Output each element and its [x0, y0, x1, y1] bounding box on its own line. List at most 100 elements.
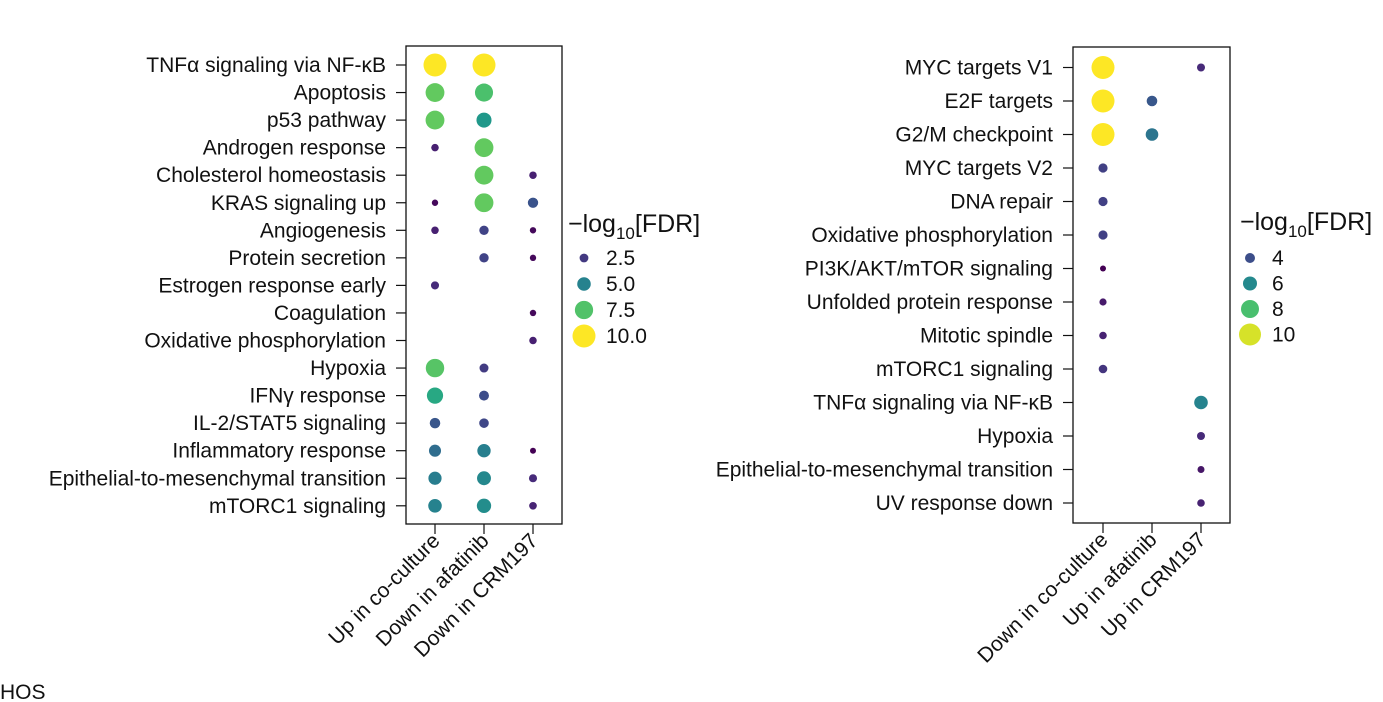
- plot-frame: [1072, 46, 1231, 524]
- legend-title-suffix: [FDR]: [1307, 208, 1372, 236]
- data-point: [529, 171, 537, 179]
- data-point: [430, 281, 440, 290]
- data-point: [1091, 89, 1115, 113]
- legend-marker: [572, 324, 596, 348]
- y-tick-label: Inflammatory response: [172, 440, 386, 463]
- data-point: [1145, 128, 1159, 141]
- data-point: [529, 309, 537, 317]
- data-point: [1099, 298, 1107, 306]
- data-point: [529, 254, 537, 262]
- data-point: [431, 199, 439, 206]
- y-tick-label: TNFα signaling via NF-κB: [813, 392, 1053, 415]
- data-point: [529, 501, 537, 510]
- legend-marker: [579, 253, 589, 263]
- data-point: [1098, 230, 1108, 240]
- data-point: [472, 53, 496, 77]
- y-tick-label: DNA repair: [950, 191, 1053, 214]
- y-tick-label: MYC targets V2: [905, 157, 1053, 180]
- y-tick-label: MYC targets V1: [905, 57, 1053, 80]
- legend-label: 5.0: [606, 273, 635, 296]
- data-point: [527, 197, 539, 208]
- legend-title-prefix: −log: [568, 210, 616, 238]
- data-point: [428, 471, 442, 485]
- y-tick-label: Androgen response: [203, 137, 386, 160]
- data-point: [476, 498, 492, 513]
- y-tick-label: p53 pathway: [267, 109, 387, 132]
- y-tick-label: Epithelial-to-mesenchymal transition: [716, 459, 1053, 482]
- data-point: [1197, 432, 1205, 440]
- data-point: [479, 253, 489, 263]
- legend-marker: [1245, 253, 1255, 263]
- data-point: [479, 363, 489, 373]
- y-tick-label: UV response down: [876, 492, 1053, 515]
- y-tick-label: Unfolded protein response: [807, 291, 1053, 314]
- data-point: [477, 444, 491, 458]
- data-point: [479, 390, 489, 401]
- data-point: [423, 53, 447, 77]
- legend-title-subscript: 10: [616, 224, 635, 243]
- y-tick-label: mTORC1 signaling: [209, 495, 386, 518]
- y-tick-label: KRAS signaling up: [211, 192, 386, 215]
- legend-label: 7.5: [606, 299, 635, 322]
- y-tick-label: Estrogen response early: [158, 274, 386, 297]
- y-tick-label: Hypoxia: [310, 357, 386, 380]
- legend-title-suffix: [FDR]: [635, 210, 700, 238]
- y-tick-label: Angiogenesis: [260, 219, 386, 242]
- y-tick-label: IFNγ response: [249, 385, 386, 408]
- legend-marker: [574, 300, 594, 320]
- y-tick-label: mTORC1 signaling: [876, 358, 1053, 381]
- data-point: [1099, 331, 1107, 340]
- y-tick-label: G2/M checkpoint: [895, 124, 1053, 147]
- legend-title: −log10[FDR]: [1240, 208, 1372, 241]
- data-point: [476, 112, 492, 128]
- legend-title-prefix: −log: [1240, 208, 1288, 236]
- data-point: [474, 165, 494, 185]
- data-point: [1100, 265, 1106, 272]
- data-point: [1098, 364, 1108, 374]
- legend-label: 4: [1272, 247, 1284, 270]
- data-point: [1197, 63, 1205, 72]
- legend-label: 2.5: [606, 247, 635, 270]
- y-tick-label: E2F targets: [944, 90, 1053, 113]
- legend-title-subscript: 10: [1288, 222, 1307, 241]
- legend-label: 8: [1272, 298, 1284, 321]
- y-tick-label: Protein secretion: [228, 247, 386, 270]
- data-point: [431, 226, 439, 235]
- y-tick-label: PI3K/AKT/mTOR signaling: [805, 258, 1053, 281]
- data-point: [528, 474, 538, 483]
- y-tick-label: Oxidative phosphorylation: [144, 330, 386, 353]
- data-point: [1098, 196, 1108, 207]
- legend-label: 10: [1272, 324, 1295, 347]
- data-point: [1197, 499, 1205, 507]
- data-point: [425, 83, 445, 102]
- data-point: [1194, 395, 1208, 410]
- data-point: [1146, 95, 1158, 107]
- data-point: [474, 138, 494, 158]
- data-point: [428, 444, 442, 457]
- data-point: [530, 447, 536, 454]
- y-tick-label: TNFα signaling via NF-κB: [146, 54, 386, 77]
- legend-marker: [577, 277, 591, 291]
- dot-plot-panel-1: TNFα signaling via NF-κB Apoptosis p53 pat…: [49, 45, 700, 662]
- data-point: [425, 358, 445, 378]
- data-point: [429, 417, 441, 429]
- data-point: [474, 193, 494, 213]
- data-point: [426, 387, 444, 404]
- data-point: [479, 418, 489, 428]
- footnote-label: HOS: [0, 681, 46, 702]
- data-point: [1098, 163, 1108, 173]
- legend-label: 6: [1272, 273, 1284, 296]
- legend-title: −log10[FDR]: [568, 210, 700, 243]
- data-point: [1197, 466, 1205, 473]
- y-tick-label: Hypoxia: [977, 425, 1053, 448]
- legend-marker: [1241, 300, 1259, 318]
- data-point: [529, 227, 537, 234]
- legend-label: 10.0: [606, 325, 647, 348]
- y-tick-label: Coagulation: [274, 302, 386, 325]
- y-tick-label: Apoptosis: [294, 82, 386, 105]
- size-color-legend: −log10[FDR]2.55.07.510.0: [568, 210, 700, 348]
- data-point: [428, 499, 442, 513]
- data-point: [431, 143, 439, 152]
